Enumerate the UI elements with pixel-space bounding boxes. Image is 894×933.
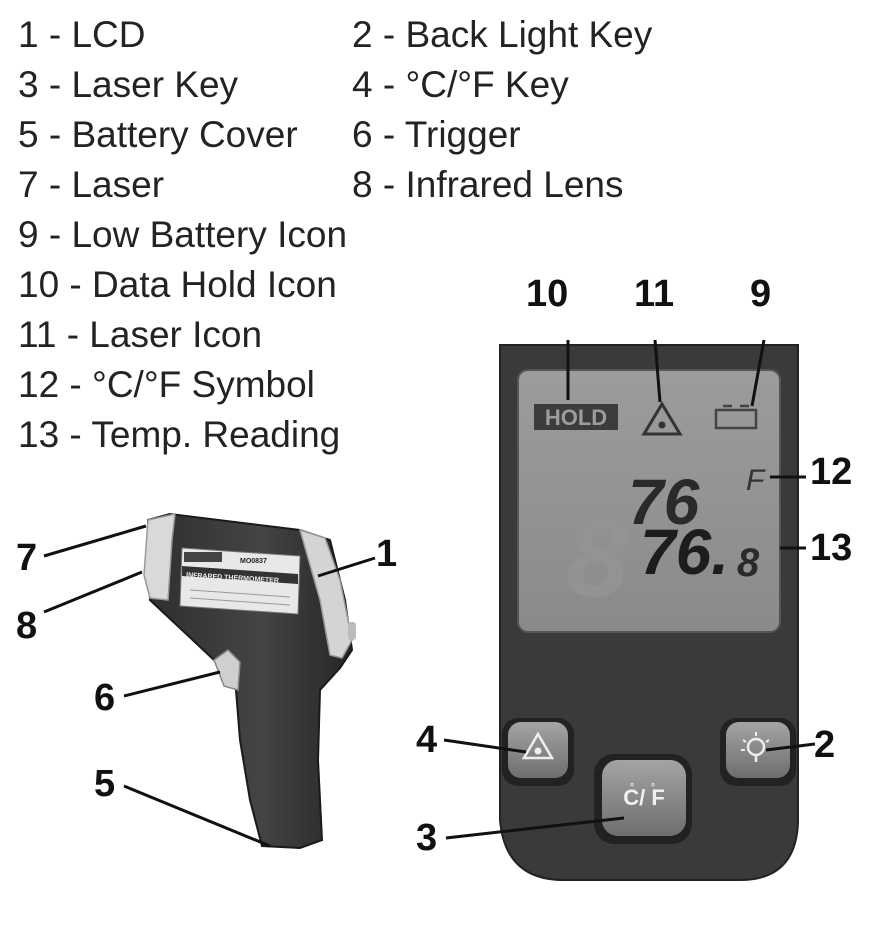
leader-6: [123, 670, 221, 698]
leader-5: [123, 784, 271, 848]
legend-item-laser-icon: 11 - Laser Icon: [18, 314, 263, 355]
display-panel: HOLD 8 76 76. 8 F C/ F: [499, 344, 799, 881]
leader-2: [765, 742, 816, 752]
callout-13: 13: [810, 527, 853, 569]
unit-key-button[interactable]: C/ F ° °: [594, 754, 692, 844]
gun-nose: [143, 513, 176, 601]
legend-item-temp-reading: 13 - Temp. Reading: [18, 414, 341, 455]
leader-11: [653, 339, 662, 403]
legend-item-infrared-lens: 8 - Infrared Lens: [352, 164, 624, 205]
legend-item-unit-key: 4 - °C/°F Key: [352, 64, 569, 105]
leader-lines: [43, 339, 816, 848]
callout-12: 12: [810, 451, 853, 493]
low-battery-icon: [714, 404, 758, 430]
callout-3: 3: [416, 817, 438, 859]
leader-3: [445, 816, 625, 840]
unit-key-label: C/ F: [623, 785, 665, 810]
legend-item-battery-cover: 5 - Battery Cover: [18, 114, 298, 155]
callout-11: 11: [634, 273, 675, 315]
callout-4: 4: [416, 719, 438, 761]
callout-8: 8: [16, 605, 38, 647]
legend-item-laser: 7 - Laser: [18, 164, 165, 205]
legend-item-unit-symbol: 12 - °C/°F Symbol: [18, 364, 315, 405]
legend-item-back-light-key: 2 - Back Light Key: [352, 14, 653, 55]
legend-item-trigger: 6 - Trigger: [352, 114, 521, 155]
callout-6: 6: [94, 677, 116, 719]
svg-text:°: °: [630, 782, 634, 793]
laser-key-button[interactable]: [502, 718, 574, 786]
callout-2: 2: [814, 724, 836, 766]
legend-item-data-hold-icon: 10 - Data Hold Icon: [18, 264, 337, 305]
gun-rear-cap: [298, 528, 353, 659]
lcd-screen: [517, 369, 781, 633]
gun-side-button: [348, 622, 356, 640]
callout-9: 9: [750, 273, 772, 315]
callout-5: 5: [94, 763, 116, 805]
temperature-reading: 76.: [640, 516, 729, 588]
laser-warning-icon: [641, 401, 683, 436]
hold-icon-box: [534, 404, 618, 430]
thermometer-gun: MO0837 INFRARED THERMOMETER: [143, 512, 356, 850]
temperature-decimal: 8: [737, 541, 760, 585]
leader-7: [43, 524, 147, 558]
callout-10: 10: [526, 273, 569, 315]
device-label-model: MO0837: [240, 558, 267, 565]
leader-9: [750, 339, 766, 407]
legend-item-lcd: 1 - LCD: [18, 14, 146, 55]
leader-4: [443, 738, 527, 754]
ghost-digit: 8: [566, 495, 629, 620]
callout-7: 7: [16, 537, 38, 579]
hold-icon: HOLD: [545, 405, 607, 430]
leader-1: [317, 556, 376, 578]
legend-item-laser-key: 3 - Laser Key: [18, 64, 239, 105]
leader-8: [43, 570, 143, 614]
gun-trigger: [213, 649, 241, 691]
svg-text:°: °: [651, 782, 655, 793]
reading-top: 76: [628, 466, 700, 538]
callout-1: 1: [376, 533, 398, 575]
unit-symbol: F: [746, 464, 766, 497]
device-label: MO0837 INFRARED THERMOMETER: [179, 547, 301, 615]
backlight-key-button[interactable]: [720, 718, 796, 786]
legend-item-low-battery-icon: 9 - Low Battery Icon: [18, 214, 348, 255]
